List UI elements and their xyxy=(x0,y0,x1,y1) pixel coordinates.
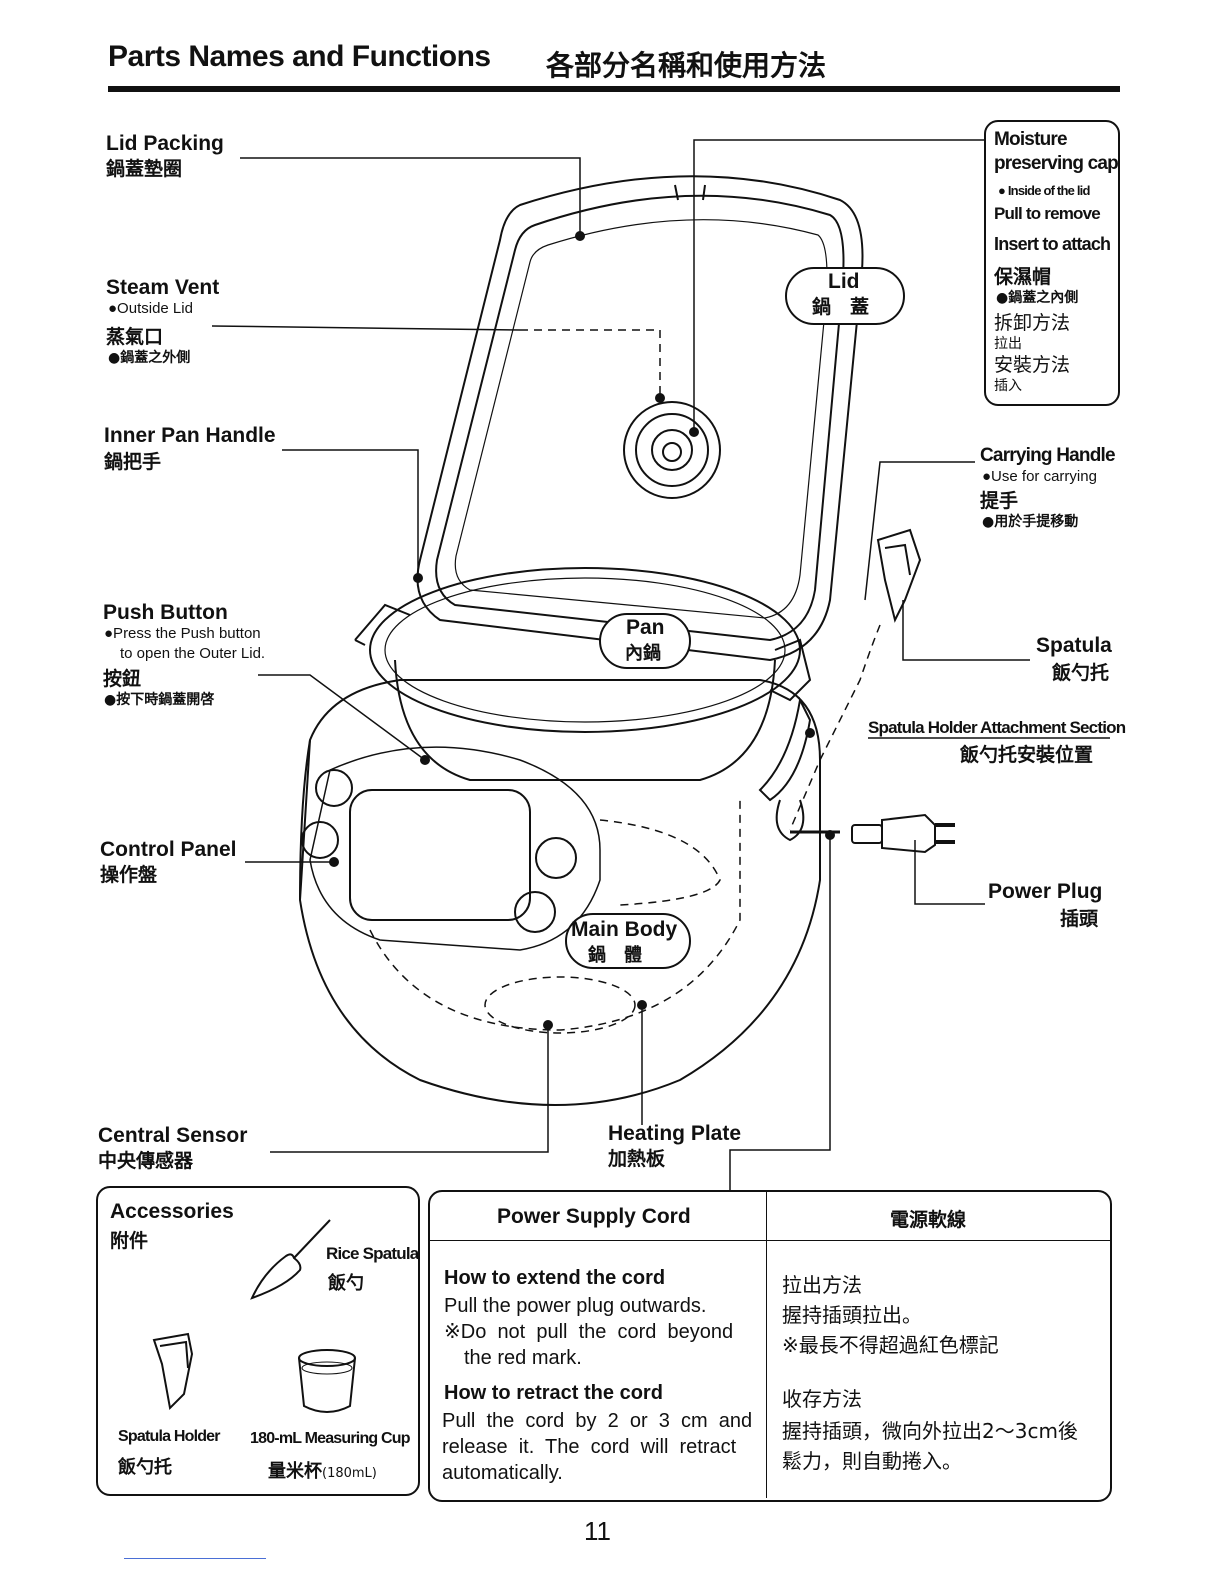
pan-label-chinese: 內鍋 xyxy=(625,643,661,664)
extend-title-zh: 拉出方法 xyxy=(782,1273,862,1297)
table-header-divider xyxy=(430,1240,1110,1241)
measuring-cup-unit: (180mL) xyxy=(322,1466,377,1481)
heating-plate-label-chinese: 加熱板 xyxy=(608,1148,666,1170)
moisture-cap-note: ● Inside of the lid xyxy=(998,183,1090,198)
power-plug-label: Power Plug xyxy=(988,880,1103,903)
inner-pan-illustration xyxy=(354,567,812,781)
cord-table-header-zh: 電源軟線 xyxy=(890,1209,967,1231)
accessories-illustrations xyxy=(152,1219,356,1413)
heating-plate-label: Heating Plate xyxy=(608,1122,742,1145)
power-plug-label-chinese: 插頭 xyxy=(1060,908,1099,930)
lid-illustration xyxy=(416,175,864,662)
steam-vent-note-chinese: ●鍋蓋之外側 xyxy=(108,350,191,366)
carrying-handle-note-chinese: ●用於手提移動 xyxy=(982,514,1079,530)
moisture-cap-insert: Insert to attach xyxy=(994,234,1111,254)
accessories-title-chinese: 附件 xyxy=(110,1230,149,1252)
measuring-cup-icon xyxy=(298,1349,356,1413)
spatula-label-chinese: 飯勺托 xyxy=(1052,662,1110,684)
retract-line-1-en: Pull the cord by 2 or 3 cm and xyxy=(442,1410,753,1432)
spatula-holder-icon xyxy=(152,1332,194,1411)
main-body-illustration xyxy=(298,679,821,1106)
inner-pan-handle-label: Inner Pan Handle xyxy=(104,424,276,447)
carrying-handle-label-chinese: 提手 xyxy=(980,490,1019,512)
moisture-cap-label-2: preserving cap xyxy=(994,153,1119,174)
page-number: 11 xyxy=(584,1516,611,1546)
carrying-handle-note: ●Use for carrying xyxy=(982,468,1097,485)
extend-title-en: How to extend the cord xyxy=(444,1267,666,1289)
page-title: Parts Names and Functions xyxy=(108,40,491,73)
central-sensor-label: Central Sensor xyxy=(98,1124,248,1147)
spatula-holder-illustration xyxy=(876,528,922,623)
measuring-cup-name-chinese: 量米杯 xyxy=(268,1461,322,1482)
rice-spatula-icon xyxy=(250,1219,331,1300)
spatula-label: Spatula xyxy=(1036,634,1112,657)
accessories-box xyxy=(96,1186,420,1496)
extend-line-2-en: ※Do not pull the cord beyond xyxy=(444,1321,734,1343)
title-underline xyxy=(108,86,1120,92)
spatula-holder-label: Spatula Holder xyxy=(118,1428,221,1445)
retract-line-2-en: release it. The cord will retract xyxy=(442,1436,737,1458)
cord-table-header-en: Power Supply Cord xyxy=(497,1205,691,1228)
push-button-label-chinese: 按鈕 xyxy=(103,668,142,690)
control-panel-label: Control Panel xyxy=(100,838,237,861)
extend-line-3-en: the red mark. xyxy=(464,1347,582,1369)
central-sensor-label-chinese: 中央傳感器 xyxy=(98,1150,194,1172)
measuring-cup-label-chinese: 量米杯(180mL) xyxy=(268,1460,377,1485)
steam-vent-label: Steam Vent xyxy=(106,276,220,299)
spatula-holder-label-chinese: 飯勺托 xyxy=(118,1457,172,1478)
spatula-holder-section-label: Spatula Holder Attachment Section xyxy=(868,718,1126,737)
rice-spatula-label: Rice Spatula xyxy=(326,1244,419,1263)
moisture-cap-note-chinese: ●鍋蓋之內側 xyxy=(996,290,1079,306)
accessories-title: Accessories xyxy=(110,1200,234,1223)
inner-pan-handle-label-chinese: 鍋把手 xyxy=(104,451,162,473)
retract-title-en: How to retract the cord xyxy=(444,1382,663,1404)
retract-line-1-zh: 握持插頭，微向外拉出2～3cm後 xyxy=(782,1419,1078,1443)
moisture-cap-remove-chinese: 拆卸方法 xyxy=(994,312,1071,334)
spatula-holder-section-label-chinese: 飯勺托安裝位置 xyxy=(960,744,1094,766)
retract-title-zh: 收存方法 xyxy=(782,1387,862,1411)
pan-label: Pan xyxy=(626,616,665,639)
main-body-label: Main Body xyxy=(571,918,678,941)
moisture-cap-label-chinese: 保濕帽 xyxy=(994,266,1052,288)
lid-label-chinese: 鍋 蓋 xyxy=(812,296,870,318)
moisture-cap-insert-chinese: 插入 xyxy=(994,378,1022,394)
extend-line-1-en: Pull the power plug outwards. xyxy=(444,1295,707,1317)
push-button-label: Push Button xyxy=(103,601,228,624)
carrying-handle-label: Carrying Handle xyxy=(980,445,1116,466)
moisture-cap-attach-chinese: 安裝方法 xyxy=(994,354,1071,376)
power-cord-table xyxy=(428,1190,1112,1502)
rice-spatula-label-chinese: 飯勺 xyxy=(328,1273,364,1294)
lid-packing-label: Lid Packing xyxy=(106,132,224,155)
footer-rule xyxy=(124,1558,266,1559)
push-button-note-chinese: ●按下時鍋蓋開啓 xyxy=(104,692,215,708)
table-column-divider xyxy=(766,1192,767,1498)
retract-line-3-en: automatically. xyxy=(442,1462,563,1484)
power-plug-illustration xyxy=(790,813,955,854)
lid-packing-label-chinese: 鍋蓋墊圈 xyxy=(106,158,183,180)
extend-line-1-zh: 握持插頭拉出。 xyxy=(782,1303,922,1327)
retract-line-2-zh: 鬆力，則自動捲入。 xyxy=(782,1449,962,1473)
extend-line-2-zh: ※最長不得超過紅色標記 xyxy=(782,1333,999,1357)
push-button-note-2: to open the Outer Lid. xyxy=(120,645,266,662)
push-button-note-1: ●Press the Push button xyxy=(104,625,261,642)
moisture-cap-label-1: Moisture xyxy=(994,129,1068,150)
steam-vent-label-chinese: 蒸氣口 xyxy=(106,326,164,348)
measuring-cup-label: 180-mL Measuring Cup xyxy=(250,1430,411,1447)
moisture-cap-pull: Pull to remove xyxy=(994,204,1101,223)
lid-label: Lid xyxy=(828,270,860,293)
control-panel-label-chinese: 操作盤 xyxy=(100,864,158,886)
page-title-chinese: 各部分名稱和使用方法 xyxy=(546,49,827,82)
main-body-label-chinese: 鍋 體 xyxy=(588,945,642,966)
moisture-cap-callout xyxy=(984,120,1120,406)
steam-vent-note: ●Outside Lid xyxy=(108,300,193,317)
moisture-cap-pull-chinese: 拉出 xyxy=(994,336,1022,352)
